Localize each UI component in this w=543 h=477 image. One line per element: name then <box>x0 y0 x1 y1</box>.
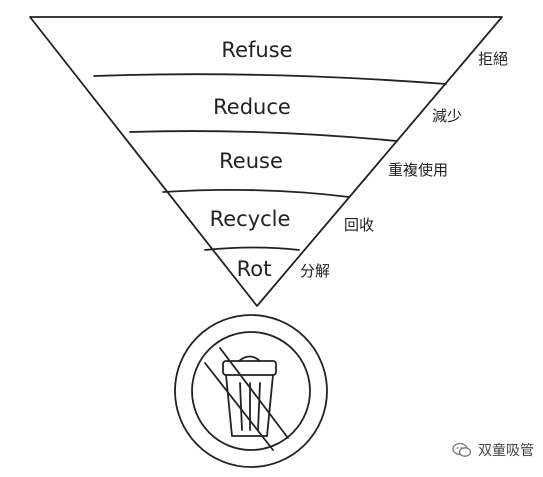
cn-label-recycle: 回收 <box>344 216 374 234</box>
wechat-icon <box>452 442 472 457</box>
cn-label-refuse: 拒絕 <box>478 50 508 68</box>
cn-label-reuse: 重複使用 <box>388 161 448 179</box>
pyramid-outline <box>29 16 503 307</box>
watermark: 双童吸管 <box>452 440 534 460</box>
level-label-rot: Rot <box>237 257 272 281</box>
band-divider-3 <box>162 188 350 198</box>
cn-label-rot: 分解 <box>300 262 330 280</box>
no-trash-icon <box>174 314 328 468</box>
level-label-recycle: Recycle <box>210 207 291 231</box>
level-label-refuse: Refuse <box>221 38 292 62</box>
watermark-text: 双童吸管 <box>478 443 534 459</box>
band-divider-1 <box>93 73 447 85</box>
cn-label-reduce: 減少 <box>432 107 462 125</box>
band-divider-4 <box>204 246 300 251</box>
level-label-reduce: Reduce <box>213 95 291 119</box>
level-label-reuse: Reuse <box>219 149 283 173</box>
band-divider-2 <box>129 130 398 142</box>
